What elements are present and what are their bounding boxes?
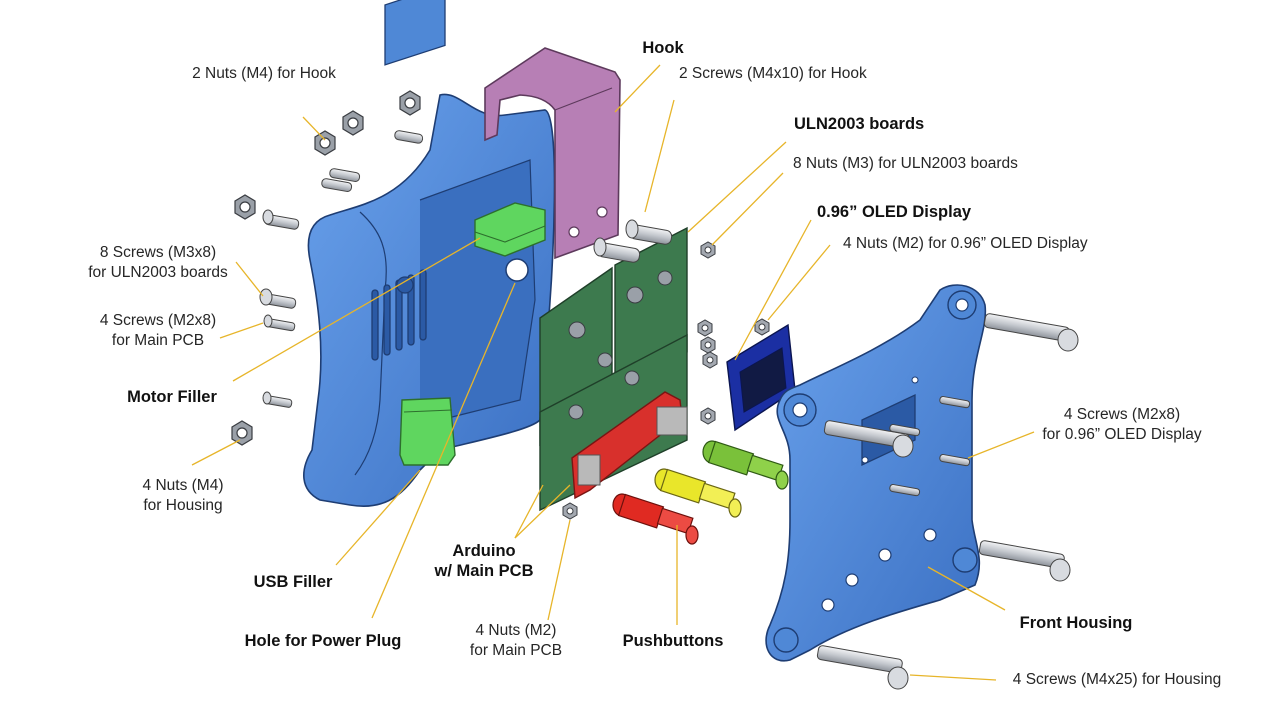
label-nuts-uln: 8 Nuts (M3) for ULN2003 boards <box>793 155 1018 172</box>
label-nuts-main-pcb: 4 Nuts (M2) for Main PCB <box>469 622 563 659</box>
hook <box>484 47 621 260</box>
screw-m4x25-housing <box>983 313 1079 352</box>
screw-m2x8-main <box>263 314 296 332</box>
screw-m2x8-main <box>262 391 293 408</box>
screw-m4x25-housing <box>823 420 914 458</box>
label-pushbuttons: Pushbuttons <box>622 632 724 650</box>
pushbuttons <box>612 440 789 545</box>
screw-m2x8-oled <box>889 396 971 497</box>
label-screws-oled: 4 Screws (M2x8) for 0.96” OLED Display <box>1042 406 1202 443</box>
pushbutton-green <box>702 440 789 490</box>
label-usb-filler: USB Filler <box>253 573 333 591</box>
pushbutton-red <box>612 493 699 545</box>
screw-m4x10-hook <box>593 237 641 263</box>
screw-m3x8-uln <box>262 209 300 230</box>
motor-filler <box>474 202 546 257</box>
screws <box>259 130 1079 690</box>
label-screws-housing: 4 Screws (M4x25) for Housing <box>1012 671 1222 688</box>
screw-m3x8-uln <box>259 288 297 309</box>
label-oled-display: 0.96” OLED Display <box>817 203 972 221</box>
front-housing <box>765 284 987 662</box>
label-arduino-main-pcb: Arduino w/ Main PCB <box>434 542 534 580</box>
screw-m4x10-hook <box>625 219 673 245</box>
arduino-main-pcb <box>539 333 688 512</box>
label-nuts-housing: 4 Nuts (M4) for Housing <box>142 477 224 514</box>
screw-m3x8-uln <box>321 130 424 192</box>
label-motor-filler: Motor Filler <box>127 388 217 406</box>
label-nuts-oled: 4 Nuts (M2) for 0.96” OLED Display <box>843 235 1088 252</box>
label-nuts-hook: 2 Nuts (M4) for Hook <box>192 65 336 82</box>
label-hook: Hook <box>642 39 684 57</box>
label-uln2003-boards: ULN2003 boards <box>794 115 925 133</box>
pushbutton-yellow <box>654 468 742 518</box>
usb-filler <box>399 397 456 466</box>
label-hole-power-plug: Hole for Power Plug <box>244 632 402 650</box>
label-screws-hook: 2 Screws (M4x10) for Hook <box>679 65 867 82</box>
label-front-housing: Front Housing <box>1019 614 1133 632</box>
leader-lines <box>191 64 1035 681</box>
screw-m4x25-housing <box>978 540 1071 582</box>
label-screws-uln: 8 Screws (M3x8) for ULN2003 boards <box>88 244 228 281</box>
label-screws-main-pcb: 4 Screws (M2x8) for Main PCB <box>99 312 217 349</box>
screw-m4x25-housing <box>816 645 909 690</box>
